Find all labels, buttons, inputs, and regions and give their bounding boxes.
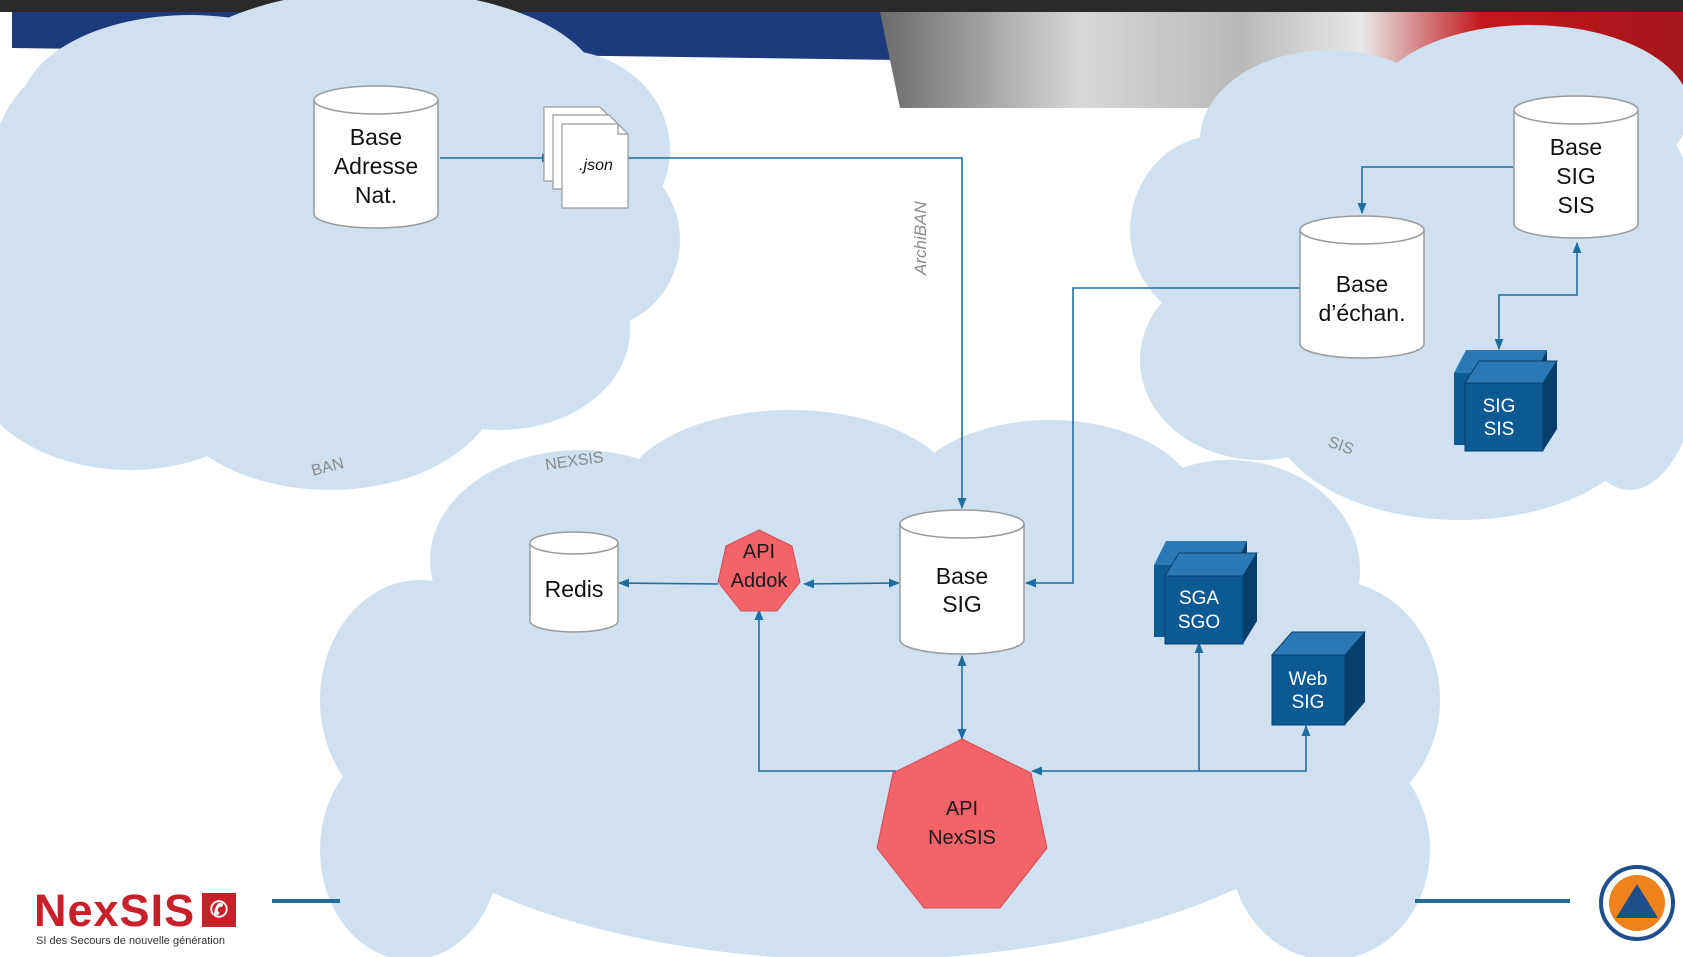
nexsis-logo: NexSIS ✆ SI des Secours de nouvelle géné… [34, 888, 284, 948]
sig-sis-server-cube[interactable]: SIG SIS [1454, 350, 1558, 452]
sga-sgo-server-cube[interactable]: SGA SGO [1154, 541, 1258, 645]
api-nexsis-line-1: API [946, 798, 978, 820]
api-addok-line-1: API [743, 541, 775, 563]
api-nexsis-line-2: NexSIS [928, 827, 996, 849]
connector-base-sig-sis-to-base-echan [1357, 166, 1513, 215]
ban-cloud [0, 0, 680, 490]
base-echan-cylinder[interactable]: Base d’échan. [1299, 215, 1425, 359]
web-sig-server-line-2: SIG [1292, 692, 1325, 713]
api-addok-line-2: Addok [731, 570, 789, 592]
connector-addok-to-redis [617, 578, 719, 588]
api-addok-node[interactable]: API Addok [717, 529, 801, 612]
connector-base-echan-to-base-sig [1024, 287, 1300, 588]
json-file-icon[interactable]: .json [543, 106, 629, 209]
base-adresse-nat-cylinder[interactable]: Base Adresse Nat. [313, 85, 439, 229]
base-echan-line-2: d’échan. [1319, 300, 1406, 326]
nexsis-logo-word: NexSIS [34, 885, 196, 936]
base-adresse-nat-line-1: Base [350, 124, 402, 150]
base-adresse-nat-line-3: Nat. [355, 182, 397, 208]
sga-sgo-server-line-1: SGA [1179, 588, 1219, 609]
api-nexsis-node[interactable]: API NexSIS [876, 738, 1048, 909]
base-adresse-nat-line-2: Adresse [334, 153, 418, 179]
json-file-label: .json [579, 157, 613, 174]
base-echan-line-1: Base [1336, 271, 1388, 297]
base-sig-cylinder[interactable]: Base SIG [899, 509, 1025, 655]
base-sig-sis-line-2: SIG [1556, 163, 1596, 189]
civil-protection-emblem [1599, 865, 1675, 941]
connector-nexsis-to-addok [754, 608, 896, 772]
base-sig-line-2: SIG [942, 591, 982, 617]
web-sig-server-line-1: Web [1289, 669, 1328, 690]
connectors [440, 153, 1582, 776]
connector-addok-base-sig [802, 578, 901, 589]
redis-cylinder[interactable]: Redis [529, 531, 619, 633]
sig-sis-server-line-2: SIS [1484, 419, 1515, 440]
phone-badge-icon: ✆ [202, 893, 236, 927]
nexsis-logo-tagline: SI des Secours de nouvelle génération [36, 935, 225, 947]
connector-json-to-base-sig [628, 157, 967, 510]
base-sig-sis-cylinder[interactable]: Base SIG SIS [1513, 95, 1639, 239]
connector-web-sig-to-nexsis [1030, 724, 1311, 776]
base-sig-line-1: Base [936, 563, 988, 589]
sga-sgo-server-line-2: SGO [1178, 612, 1220, 633]
base-sig-sis-line-1: Base [1550, 134, 1602, 160]
sig-sis-server-line-1: SIG [1483, 396, 1516, 417]
base-sig-sis-line-3: SIS [1557, 192, 1594, 218]
redis-label: Redis [545, 576, 604, 602]
connector-sig-sis-server-base-sig-sis [1494, 241, 1582, 351]
archiban-edge-label: ArchiBAN [911, 201, 930, 276]
web-sig-server-cube[interactable]: Web SIG [1270, 631, 1367, 726]
